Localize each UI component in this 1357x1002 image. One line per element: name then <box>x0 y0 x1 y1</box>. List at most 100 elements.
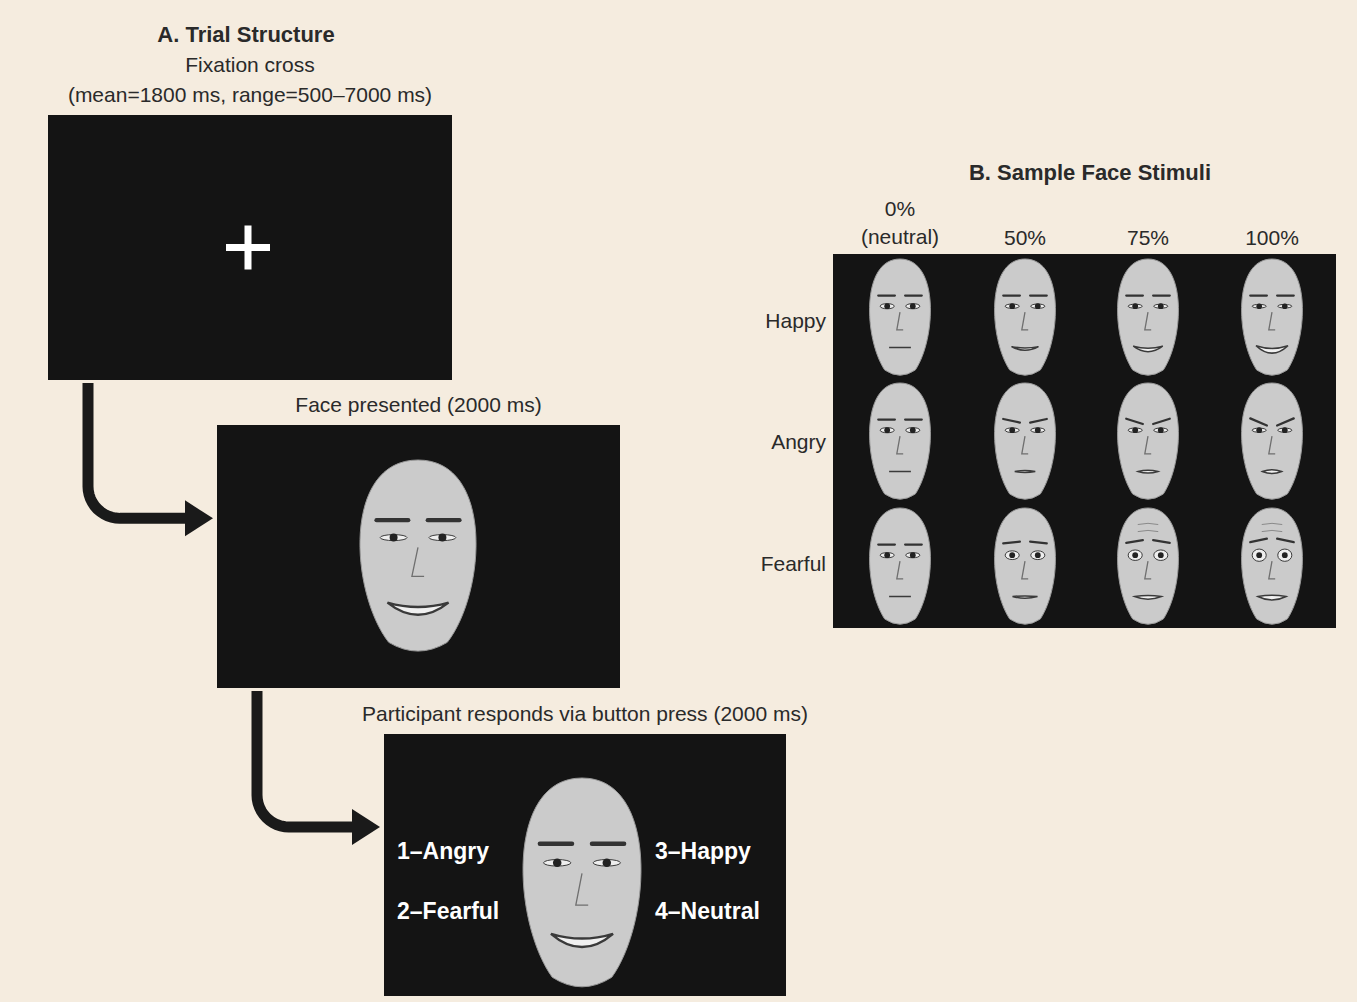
column-header: 50% <box>1004 224 1046 252</box>
label-wrap: B. Sample Face Stimuli <box>969 159 1211 187</box>
screen-heading: Participant responds via button press (2… <box>362 699 808 729</box>
eyebrow <box>1153 294 1170 296</box>
mouth <box>1258 595 1286 600</box>
eye-pupil <box>910 552 916 558</box>
label-wrap: A. Trial Structure <box>157 21 334 49</box>
face-drawing <box>523 778 641 987</box>
eyebrow <box>1030 419 1047 423</box>
mouth <box>1012 347 1039 351</box>
nose <box>1022 436 1028 454</box>
eye-white <box>1252 428 1266 432</box>
eye-pupil <box>1282 427 1288 433</box>
eyebrow <box>1250 539 1267 543</box>
mouth <box>889 471 911 473</box>
nose <box>897 312 903 330</box>
eye-pupil <box>1282 303 1288 309</box>
label-wrap: Angry <box>771 428 826 456</box>
forehead-line <box>1138 530 1158 531</box>
label-wrap: Fearful <box>761 550 826 578</box>
mouth <box>889 347 911 349</box>
forehead-line <box>1262 523 1282 524</box>
eye-white <box>380 535 407 541</box>
eyebrow <box>377 518 409 522</box>
eye-white <box>1252 549 1266 561</box>
eyebrow <box>1030 542 1047 544</box>
eyebrow <box>905 543 922 545</box>
eyebrow <box>905 418 922 420</box>
mouth <box>1138 470 1158 473</box>
nose <box>1022 561 1028 579</box>
nose <box>897 561 903 579</box>
column-header: 100% <box>1245 224 1299 252</box>
eyebrow <box>1126 419 1143 424</box>
face-drawing <box>1118 383 1179 499</box>
label-wrap: 100% <box>1245 224 1299 252</box>
response-option: 2–Fearful <box>397 896 499 926</box>
eyebrow <box>1250 418 1267 425</box>
row-label: Happy <box>765 307 826 335</box>
grid-faces <box>870 259 1303 624</box>
response-option: 4–Neutral <box>655 896 760 926</box>
eyebrow <box>540 842 572 846</box>
face-outline <box>1118 259 1179 375</box>
option-wrap: 3–Happy <box>655 836 751 866</box>
eyebrow <box>1250 294 1267 296</box>
face-outline <box>1118 383 1179 499</box>
eye-white <box>1128 550 1142 561</box>
eye-pupil <box>1158 552 1164 558</box>
panel-title: B. Sample Face Stimuli <box>969 159 1211 187</box>
mouth <box>388 603 449 615</box>
eye-white <box>1031 551 1045 560</box>
eye-pupil <box>1256 427 1262 433</box>
option-wrap: 2–Fearful <box>397 896 499 926</box>
eye-white <box>1128 304 1142 308</box>
eyebrow <box>1003 542 1020 544</box>
eye-white <box>1005 551 1019 560</box>
forehead-line <box>1138 523 1158 524</box>
screen-illustration <box>384 734 786 996</box>
eye-pupil <box>1158 427 1164 433</box>
eye-white <box>1154 550 1168 561</box>
eye-white <box>880 428 894 433</box>
eye-pupil <box>1035 303 1041 309</box>
eye-pupil <box>1256 303 1262 309</box>
nose <box>1145 561 1151 579</box>
column-header: 75% <box>1127 224 1169 252</box>
face-outline <box>1242 383 1303 499</box>
eyebrow <box>1126 294 1143 296</box>
screen-box: Face presented (2000 ms) <box>217 425 620 688</box>
option-wrap: 4–Neutral <box>655 896 760 926</box>
mouth <box>1133 346 1162 352</box>
mouth <box>1135 596 1162 600</box>
face-drawing <box>1118 259 1179 375</box>
eyebrow <box>1277 539 1294 543</box>
label-wrap: 75% <box>1127 224 1169 252</box>
eyebrow <box>592 842 624 846</box>
arrow-shaft <box>88 383 191 518</box>
mouth <box>1013 596 1038 598</box>
face-outline <box>1242 259 1303 375</box>
option-wrap: 1–Angry <box>397 836 489 866</box>
label-wrap: 50% <box>1004 224 1046 252</box>
eye-pupil <box>390 534 398 542</box>
heading-wrap: Participant responds via button press (2… <box>362 699 808 729</box>
face-outline <box>360 460 476 651</box>
eyebrow <box>878 543 895 545</box>
screen-box: Participant responds via button press (2… <box>384 734 786 996</box>
flow-arrow <box>88 383 213 536</box>
nose <box>1269 561 1275 579</box>
fixation-cross <box>245 226 252 270</box>
eye-pupil <box>1158 303 1164 309</box>
label-wrap: Happy <box>765 307 826 335</box>
nose <box>1145 312 1151 330</box>
screen-illustration <box>48 115 452 380</box>
eye-pupil <box>1132 427 1138 433</box>
eyebrow <box>1153 419 1170 424</box>
eye-pupil <box>884 552 890 558</box>
eye-pupil <box>1009 427 1015 433</box>
eye-white <box>429 535 456 541</box>
nose <box>1269 312 1275 330</box>
eye-white <box>1005 428 1019 433</box>
eye-white <box>1031 428 1045 433</box>
eye-pupil <box>1009 303 1015 309</box>
